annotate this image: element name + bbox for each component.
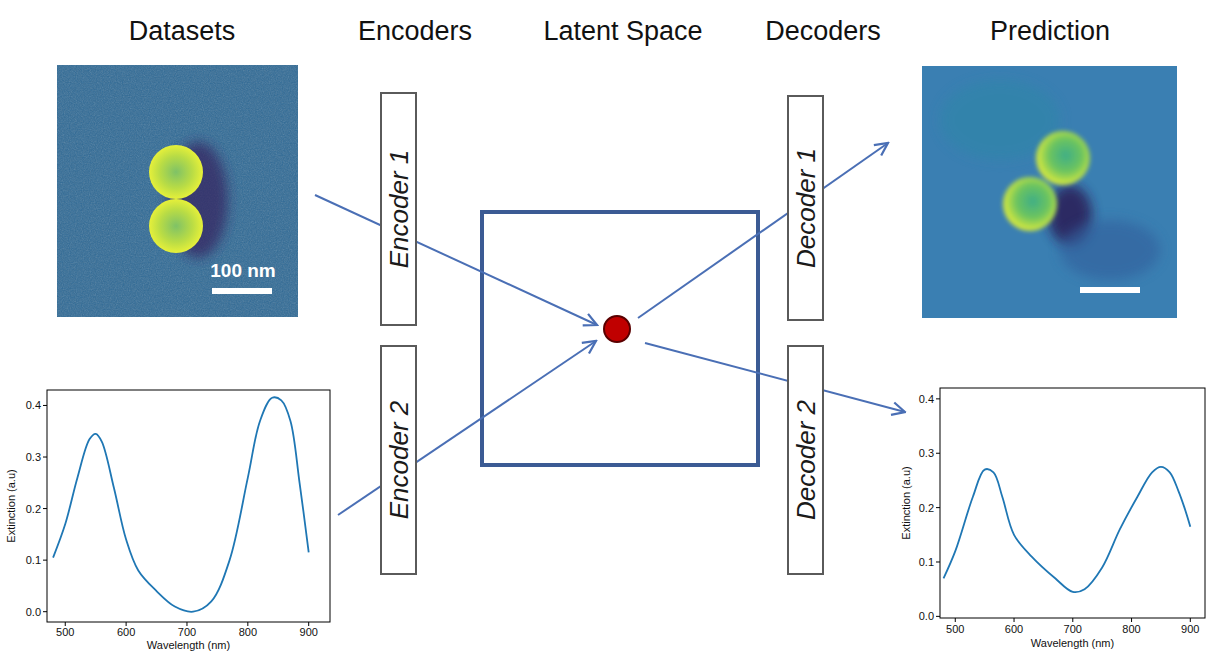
tick-label: 0.2 <box>919 501 934 514</box>
particles <box>1003 131 1090 231</box>
tick-mark <box>43 560 47 561</box>
tick-mark <box>247 622 248 626</box>
arrow <box>645 343 905 412</box>
encoder-decoder-box: Encoder 1 <box>380 92 417 326</box>
tick-mark <box>936 453 940 454</box>
image-ground <box>57 65 298 317</box>
tick-mark <box>936 561 940 562</box>
arrow <box>338 341 596 515</box>
column-heading: Decoders <box>765 16 881 47</box>
encoder-decoder-box: Encoder 2 <box>380 345 417 575</box>
spectrum-curve <box>944 467 1191 592</box>
scale-bar <box>1080 287 1140 293</box>
tick-mark <box>43 508 47 509</box>
tick-label: 0.4 <box>919 393 934 406</box>
axes-frame <box>47 390 330 622</box>
encoder-decoder-box: Decoder 1 <box>787 95 824 321</box>
column-heading: Datasets <box>129 16 236 47</box>
tick-mark <box>1014 618 1015 622</box>
image-haze <box>1060 220 1160 280</box>
scale-bar <box>212 288 272 294</box>
spectrum-chart <box>936 388 1205 622</box>
tick-label: 800 <box>1122 623 1140 636</box>
spectrum-curve <box>53 397 309 611</box>
tick-label: 0.1 <box>26 554 41 567</box>
tick-label: 0.1 <box>919 556 934 569</box>
tick-mark <box>65 622 66 626</box>
column-heading: Latent Space <box>543 16 702 47</box>
predicted-image <box>922 66 1177 318</box>
nanoparticle <box>149 199 203 253</box>
column-heading: Encoders <box>358 16 472 47</box>
tick-label: 0.0 <box>919 610 934 623</box>
tick-label: 600 <box>117 626 135 639</box>
tick-mark <box>1131 618 1132 622</box>
tick-mark <box>43 405 47 406</box>
tick-label: 900 <box>300 626 318 639</box>
tick-label: 500 <box>946 623 964 636</box>
tick-label: 700 <box>1064 623 1082 636</box>
column-heading: Prediction <box>990 16 1110 47</box>
tick-mark <box>955 618 956 622</box>
tick-mark <box>43 611 47 612</box>
tick-mark <box>308 622 309 626</box>
nanoparticle <box>1036 131 1090 185</box>
tick-mark <box>1072 618 1073 622</box>
nanoparticle <box>1003 177 1057 231</box>
image-ground <box>922 66 1177 318</box>
image-noise <box>57 65 298 317</box>
tick-mark <box>43 457 47 458</box>
axis-label: Extinction (a.u) <box>900 466 913 539</box>
axis-label: Wavelength (nm) <box>1031 637 1114 650</box>
latent-point <box>604 316 630 342</box>
box-label: Encoder 2 <box>384 401 413 520</box>
tick-label: 0.3 <box>919 447 934 460</box>
axis-label: Wavelength (nm) <box>147 639 230 652</box>
arrow <box>638 143 888 318</box>
latent-space-box <box>482 212 758 465</box>
tick-label: 600 <box>1005 623 1023 636</box>
encoder-decoder-box: Decoder 2 <box>787 345 824 575</box>
tick-label: 0.2 <box>26 502 41 515</box>
spectrum-chart <box>43 390 330 626</box>
nanoparticle <box>149 145 203 199</box>
box-label: Encoder 1 <box>384 150 413 269</box>
spectra <box>43 388 1205 626</box>
scale-bar-label: 100 nm <box>210 260 275 282</box>
tick-label: 700 <box>178 626 196 639</box>
tick-label: 800 <box>239 626 257 639</box>
tick-mark <box>186 622 187 626</box>
box-label: Decoder 2 <box>791 400 820 520</box>
tick-label: 500 <box>56 626 74 639</box>
tick-mark <box>1190 618 1191 622</box>
arrow <box>315 195 597 325</box>
tick-mark <box>936 507 940 508</box>
tick-mark <box>936 398 940 399</box>
axis-label: Extinction (a.u) <box>5 469 18 542</box>
tick-label: 0.4 <box>26 399 41 412</box>
tick-mark <box>126 622 127 626</box>
tick-mark <box>936 616 940 617</box>
tick-label: 900 <box>1181 623 1199 636</box>
tick-label: 0.3 <box>26 451 41 464</box>
sem-image <box>57 65 298 317</box>
tick-label: 0.0 <box>26 605 41 618</box>
axes-frame <box>940 388 1205 618</box>
box-label: Decoder 1 <box>791 148 820 268</box>
